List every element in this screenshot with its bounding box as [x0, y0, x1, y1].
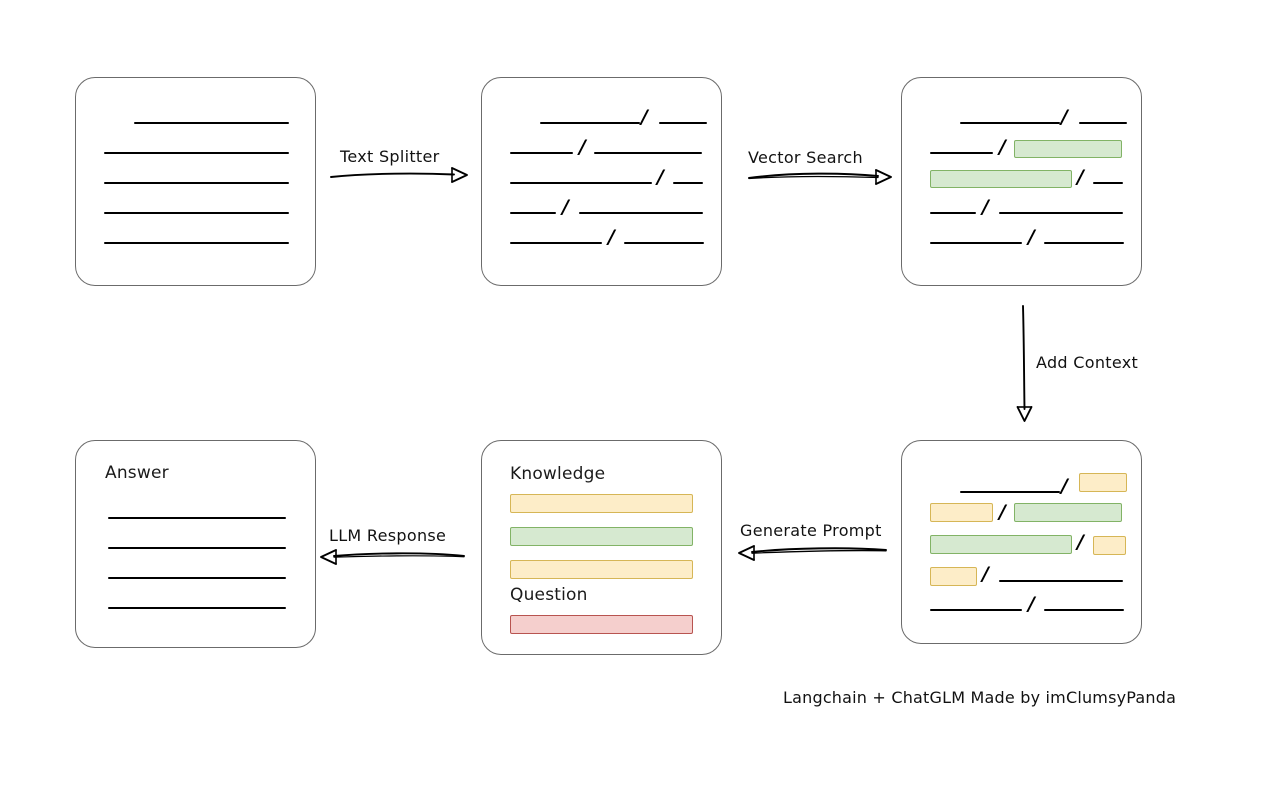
chunk-chip-yellow[interactable]: [1079, 473, 1127, 492]
separator-slash: /: [657, 166, 664, 188]
separator-slash: /: [1028, 593, 1035, 615]
text-line: [104, 152, 289, 154]
separator-slash: /: [1077, 166, 1084, 188]
text-line: [673, 182, 703, 184]
text-line: [108, 577, 286, 579]
separator-slash: /: [1028, 226, 1035, 248]
text-line: [930, 609, 1022, 611]
text-line: [960, 122, 1060, 124]
text-line: [999, 212, 1123, 214]
node-prompt[interactable]: Knowledge Question: [481, 440, 722, 655]
separator-slash: /: [1061, 106, 1068, 128]
separator-slash: /: [999, 501, 1006, 523]
prompt-knowledge-bar[interactable]: [510, 494, 693, 513]
chunk-chip-green[interactable]: [930, 170, 1072, 188]
chunk-chip-green[interactable]: [1014, 503, 1122, 522]
text-line: [104, 212, 289, 214]
text-line: [540, 122, 640, 124]
arrow-llm-response: [320, 549, 465, 565]
chunk-chip-yellow[interactable]: [930, 503, 993, 522]
separator-slash: /: [1077, 531, 1084, 553]
edge-label-generate-prompt: Generate Prompt: [740, 521, 882, 540]
text-line: [108, 607, 286, 609]
node-answer[interactable]: Answer: [75, 440, 316, 648]
text-line: [579, 212, 703, 214]
text-line: [659, 122, 707, 124]
footer-credit: Langchain + ChatGLM Made by imClumsyPand…: [783, 688, 1177, 707]
separator-slash: /: [1061, 475, 1068, 497]
text-line: [104, 182, 289, 184]
separator-slash: /: [999, 136, 1006, 158]
node-split-chunks[interactable]: / / / / /: [481, 77, 722, 286]
text-line: [960, 491, 1060, 493]
edge-label-vector-search: Vector Search: [748, 148, 863, 167]
text-line: [624, 242, 704, 244]
text-line: [104, 242, 289, 244]
prompt-question-label: Question: [510, 585, 588, 605]
edge-label-llm-response: LLM Response: [329, 526, 447, 545]
chunk-chip-green[interactable]: [930, 535, 1072, 554]
edge-label-add-context: Add Context: [1036, 353, 1139, 372]
chunk-chip-green[interactable]: [1014, 140, 1122, 158]
arrow-generate-prompt: [738, 545, 887, 561]
text-line: [510, 152, 573, 154]
text-line: [999, 580, 1123, 582]
text-line: [108, 517, 286, 519]
arrow-vector-search: [748, 169, 892, 185]
arrow-add-context: [1016, 305, 1033, 422]
prompt-knowledge-bar[interactable]: [510, 560, 693, 579]
text-line: [1093, 182, 1123, 184]
chunk-chip-yellow[interactable]: [1093, 536, 1126, 555]
node-source-document[interactable]: [75, 77, 316, 286]
text-line: [930, 242, 1022, 244]
separator-slash: /: [608, 226, 615, 248]
arrow-text-splitter: [330, 167, 468, 183]
node-context-chunks[interactable]: / / / / /: [901, 440, 1142, 644]
text-line: [930, 212, 976, 214]
separator-slash: /: [641, 106, 648, 128]
text-line: [510, 242, 602, 244]
separator-slash: /: [562, 196, 569, 218]
text-line: [930, 152, 993, 154]
answer-heading: Answer: [105, 463, 169, 483]
text-line: [594, 152, 702, 154]
text-line: [108, 547, 286, 549]
node-vector-matches[interactable]: / / / / /: [901, 77, 1142, 286]
separator-slash: /: [982, 563, 989, 585]
separator-slash: /: [982, 196, 989, 218]
text-line: [510, 182, 652, 184]
text-line: [134, 122, 289, 124]
prompt-knowledge-label: Knowledge: [510, 464, 606, 484]
text-line: [1044, 242, 1124, 244]
edge-label-text-splitter: Text Splitter: [340, 147, 440, 166]
text-line: [510, 212, 556, 214]
text-line: [1079, 122, 1127, 124]
separator-slash: /: [579, 136, 586, 158]
prompt-question-bar[interactable]: [510, 615, 693, 634]
prompt-knowledge-bar[interactable]: [510, 527, 693, 546]
text-line: [1044, 609, 1124, 611]
chunk-chip-yellow[interactable]: [930, 567, 977, 586]
